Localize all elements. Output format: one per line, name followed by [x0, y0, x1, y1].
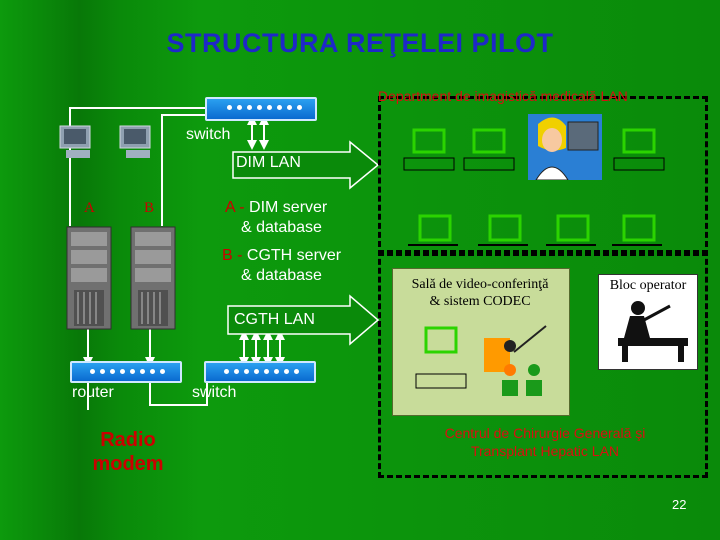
monitor-icon [612, 214, 662, 246]
monitor-icon [463, 128, 515, 171]
monitor-icon [613, 128, 665, 171]
monitor-icon [403, 128, 455, 171]
server-a-description: A - DIM server & database [225, 199, 328, 236]
workstation-icon [119, 125, 151, 158]
monitor-icon [424, 326, 458, 354]
workstation-icon [59, 125, 91, 158]
slide-title: STRUCTURA REŢELEI PILOT [166, 28, 554, 58]
router-label: router [72, 384, 114, 401]
monitor-icon [546, 214, 596, 246]
center-lan-zone [378, 250, 708, 478]
cgth-lan-arrow [227, 294, 380, 346]
video-conference-label: Sală de video-conferinţă & sistem CODEC [411, 277, 549, 309]
server-b-icon [130, 226, 176, 330]
link-to-server-a [69, 107, 205, 226]
monitor-icon [478, 214, 528, 246]
server-a-label: A [84, 200, 95, 216]
radio-modem-label: Radio modem [92, 429, 164, 475]
top-switch [205, 97, 317, 121]
server-b-label: B [144, 200, 155, 216]
monitor-icon [408, 214, 458, 246]
dim-lan-label: DIM LAN [236, 154, 301, 171]
dim-lan-arrow [232, 140, 380, 190]
dept-workstations [403, 128, 665, 246]
operating-room-label: Bloc operator [609, 278, 687, 293]
server-b-description: B - CGTH server & database [222, 247, 342, 284]
link-to-server-b [161, 114, 205, 226]
codec-unit-icon [415, 373, 467, 389]
cgth-lan-label: CGTH LAN [234, 311, 315, 328]
video-conference-equipment [415, 325, 547, 396]
bottom-switch-label: switch [192, 384, 237, 401]
server-a-icon [66, 226, 112, 330]
top-switch-label: switch [186, 126, 231, 143]
bottom-switch [204, 361, 316, 383]
surgeon-icon [618, 301, 688, 362]
dept-lan-label: Department de imagistică medicală LAN [378, 88, 628, 104]
center-lan-label: Centrul de Chirurgie Generală şi Transpl… [444, 425, 646, 459]
radiologist-illustration [528, 114, 602, 180]
link-router-switch [149, 372, 208, 406]
page-number: 22 [672, 497, 687, 512]
dept-lan-zone [378, 96, 708, 256]
router [70, 361, 182, 383]
